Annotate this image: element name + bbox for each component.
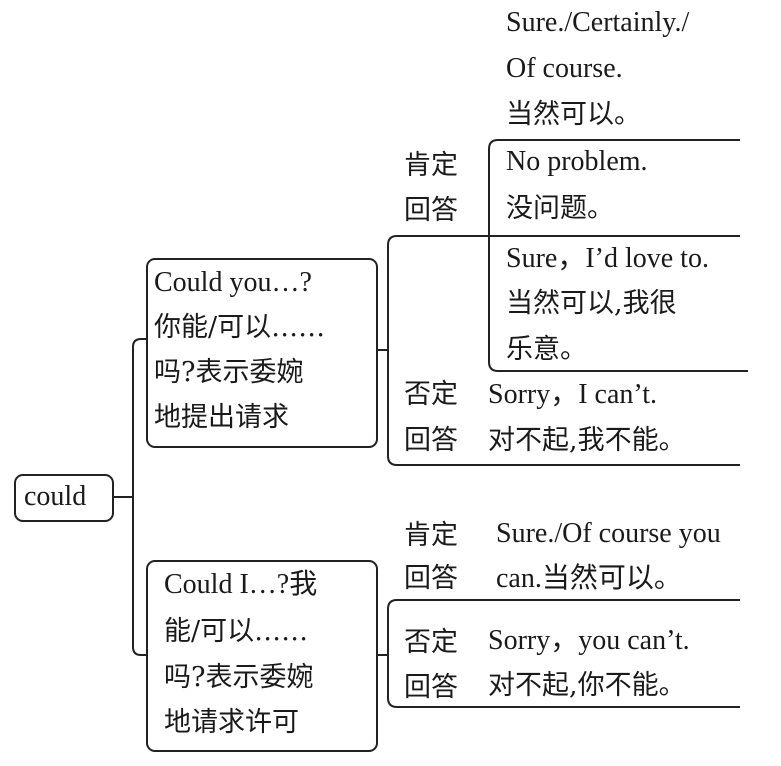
branch1-yes-bracket [488, 139, 748, 372]
branch2-title-line: 地请求许可 [164, 707, 299, 738]
branch2-no-label: 否定 [404, 627, 458, 658]
branch1-title-line: 吗?表示委婉 [154, 357, 304, 388]
branch1-title-line: 地提出请求 [154, 402, 289, 433]
branch1-yes-label: 回答 [404, 195, 458, 226]
branch1-title-line: Could you…? [154, 267, 312, 298]
branch2-no-label: 回答 [404, 672, 458, 703]
branch2-bracket [387, 599, 740, 708]
branch1-no-label: 回答 [404, 425, 458, 456]
branch2-no-answer: 对不起,你不能。 [488, 670, 686, 701]
root-node-box [14, 474, 114, 522]
branch2-yes-label: 回答 [404, 563, 458, 594]
branch1-yes-answer: 没问题。 [506, 193, 614, 224]
branch1-no-answer: 对不起,我不能。 [488, 425, 686, 456]
branch2-yes-label: 肯定 [404, 520, 458, 551]
branch2-title-line: 吗?表示委婉 [164, 662, 314, 693]
branch1-yes-answer: No problem. [506, 146, 648, 177]
branch2-yes-answer: Sure./Of course you [496, 518, 721, 549]
branch1-yes-answer: Sure./Certainly./ [506, 7, 690, 38]
branch1-bracket [387, 235, 740, 466]
branch2-no-answer: Sorry，you can’t. [488, 625, 690, 656]
branch1-no-label: 否定 [404, 379, 458, 410]
branch1-yes-answer: Sure，I’d love to. [506, 243, 709, 274]
branch2-title-line: Could I…?我 [164, 569, 318, 600]
branch1-node-box [146, 258, 378, 448]
branch1-no-answer: Sorry，I can’t. [488, 379, 657, 410]
branch1-title-line: 你能/可以…… [154, 312, 326, 343]
branch1-yes-answer: 当然可以,我很 [506, 288, 677, 319]
branch1-yes-label: 肯定 [404, 150, 458, 181]
root-node-label: could [24, 481, 87, 512]
trunk-connector [132, 338, 146, 656]
branch2-yes-answer: can.当然可以。 [496, 563, 682, 594]
branch1-yes-answer: 乐意。 [506, 334, 587, 365]
branch1-yes-answer: 当然可以。 [506, 99, 641, 130]
branch2-title-line: 能/可以…… [164, 616, 309, 647]
branch1-yes-answer: Of course. [506, 53, 623, 84]
branch2-node-box [146, 560, 378, 752]
